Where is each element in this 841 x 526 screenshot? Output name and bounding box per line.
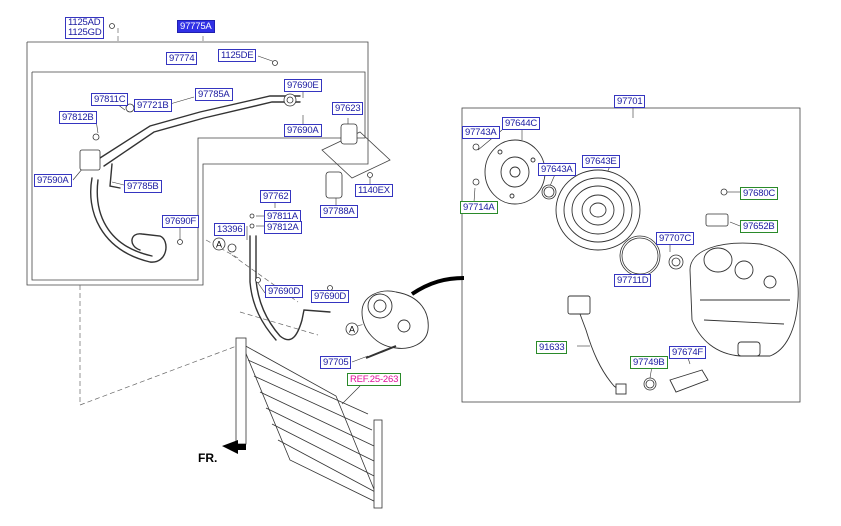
outer-frame <box>26 41 369 286</box>
label-97707c[interactable]: 97707C <box>656 232 695 245</box>
label-97711d[interactable]: 97711D <box>614 274 652 287</box>
label-97811c[interactable]: 97811C <box>91 93 129 106</box>
label-97749b[interactable]: 97749B <box>630 356 668 369</box>
front-direction-label: FR. <box>198 451 218 465</box>
label-97690d-1[interactable]: 97690D <box>265 285 304 298</box>
label-97652b[interactable]: 97652B <box>740 220 778 233</box>
label-97690f[interactable]: 97690F <box>162 215 200 228</box>
label-1125ad: 1125AD <box>68 17 101 28</box>
label-97714a[interactable]: 97714A <box>460 201 498 214</box>
label-97775a[interactable]: 97775A <box>177 20 215 33</box>
label-91633[interactable]: 91633 <box>536 341 568 354</box>
label-97774[interactable]: 97774 <box>166 52 198 65</box>
label-97623[interactable]: 97623 <box>332 102 364 115</box>
label-97705[interactable]: 97705 <box>320 356 352 369</box>
label-97721b[interactable]: 97721B <box>134 99 172 112</box>
label-97643a[interactable]: 97643A <box>538 163 576 176</box>
compressor-frame <box>461 107 801 403</box>
label-97788a[interactable]: 97788A <box>320 205 358 218</box>
label-97590a[interactable]: 97590A <box>34 174 72 187</box>
label-97680c[interactable]: 97680C <box>740 187 779 200</box>
label-97812a[interactable]: 97812A <box>264 221 302 234</box>
label-97674f[interactable]: 97674F <box>669 346 707 359</box>
label-97644c[interactable]: 97644C <box>502 117 541 130</box>
label-97690a-right[interactable]: 97690A <box>284 124 322 137</box>
inner-frame <box>31 71 366 281</box>
label-97690d-2[interactable]: 97690D <box>311 290 350 303</box>
label-1140ex[interactable]: 1140EX <box>355 184 393 197</box>
label-1125ad-1125gd[interactable]: 1125AD 1125GD <box>65 17 105 39</box>
label-97690e[interactable]: 97690E <box>284 79 322 92</box>
label-97762[interactable]: 97762 <box>260 190 292 203</box>
label-1125gd: 1125GD <box>68 27 102 38</box>
label-97743a[interactable]: 97743A <box>462 126 500 139</box>
label-97643e[interactable]: 97643E <box>582 155 620 168</box>
front-arrow-icon <box>222 440 246 454</box>
ref-link[interactable]: REF.25-263 <box>347 373 402 386</box>
label-1125de[interactable]: 1125DE <box>218 49 257 62</box>
label-97785b[interactable]: 97785B <box>124 180 162 193</box>
label-97701[interactable]: 97701 <box>614 95 646 108</box>
label-97812b[interactable]: 97812B <box>59 111 97 124</box>
label-97785a[interactable]: 97785A <box>195 88 233 101</box>
label-13396[interactable]: 13396 <box>214 223 246 236</box>
